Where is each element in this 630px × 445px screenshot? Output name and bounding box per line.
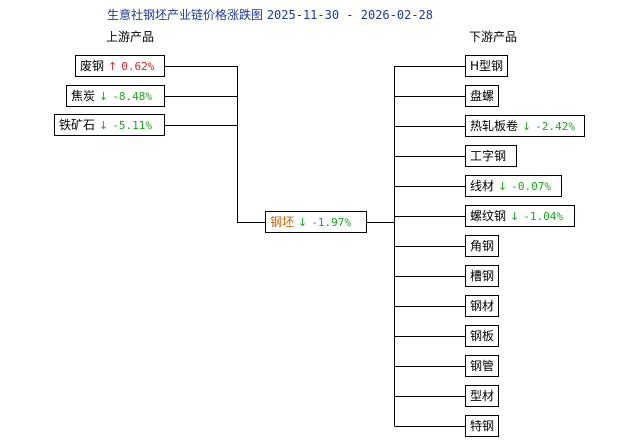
node-label: 盘螺 xyxy=(470,89,495,103)
change-value: 0.62% xyxy=(121,60,155,73)
node-label: 工字钢 xyxy=(470,149,507,163)
node-label: 螺纹钢 xyxy=(470,209,507,223)
chart-title: 生意社钢坯产业链价格涨跌图 2025-11-30 - 2026-02-28 xyxy=(0,6,540,23)
node-label: 钢材 xyxy=(470,299,495,313)
change-value: -2.42% xyxy=(535,120,575,133)
change-value: -1.97% xyxy=(311,216,351,229)
node-label: 线材 xyxy=(470,179,495,193)
downstream-node-channel-steel[interactable]: 槽钢 xyxy=(465,265,499,287)
downstream-header: 下游产品 xyxy=(469,30,518,44)
downstream-node-i-beam[interactable]: 工字钢 xyxy=(465,145,517,167)
node-label: 钢管 xyxy=(470,359,495,373)
node-label: 铁矿石 xyxy=(59,118,96,132)
upstream-header: 上游产品 xyxy=(106,30,155,44)
arrow-down-icon: ↓ xyxy=(298,216,308,229)
upstream-node-scrap-steel[interactable]: 废钢↑0.62% xyxy=(75,55,165,77)
node-label: 废钢 xyxy=(80,59,105,73)
downstream-node-special-steel[interactable]: 特钢 xyxy=(465,415,499,437)
downstream-node-steel-products[interactable]: 钢材 xyxy=(465,295,499,317)
downstream-node-steel-pipe[interactable]: 钢管 xyxy=(465,355,499,377)
downstream-node-rebar[interactable]: 螺纹钢↓-1.04% xyxy=(465,205,575,227)
arrow-down-icon: ↓ xyxy=(498,180,508,193)
arrow-down-icon: ↓ xyxy=(99,90,109,103)
node-label: 热轧板卷 xyxy=(470,119,519,133)
arrow-down-icon: ↓ xyxy=(99,119,109,132)
date-range: 2025-11-30 - 2026-02-28 xyxy=(266,8,433,22)
change-value: -1.04% xyxy=(523,210,563,223)
downstream-node-h-beam[interactable]: H型钢 xyxy=(465,55,508,77)
center-node-steel-billet[interactable]: 钢坯↓-1.97% xyxy=(265,211,367,233)
change-value: -0.07% xyxy=(511,180,551,193)
node-label: 钢板 xyxy=(470,329,495,343)
change-value: -8.48% xyxy=(112,90,152,103)
arrow-up-icon: ↑ xyxy=(108,60,118,73)
node-label: 角钢 xyxy=(470,239,495,253)
upstream-node-coke[interactable]: 焦炭↓-8.48% xyxy=(66,85,165,107)
node-label: 特钢 xyxy=(470,419,495,433)
node-label: 钢坯 xyxy=(270,215,295,229)
change-value: -5.11% xyxy=(112,119,152,132)
downstream-node-steel-plate[interactable]: 钢板 xyxy=(465,325,499,347)
arrow-down-icon: ↓ xyxy=(510,210,520,223)
title-text: 生意社钢坯产业链价格涨跌图 xyxy=(106,8,263,22)
arrow-down-icon: ↓ xyxy=(522,120,532,133)
downstream-node-coil-rebar[interactable]: 盘螺 xyxy=(465,85,499,107)
downstream-node-hot-rolled-coil[interactable]: 热轧板卷↓-2.42% xyxy=(465,115,585,137)
downstream-node-wire-rod[interactable]: 线材↓-0.07% xyxy=(465,175,562,197)
node-label: H型钢 xyxy=(470,59,504,73)
node-label: 焦炭 xyxy=(71,89,96,103)
node-label: 槽钢 xyxy=(470,269,495,283)
downstream-node-section-steel[interactable]: 型材 xyxy=(465,385,499,407)
node-label: 型材 xyxy=(470,389,495,403)
downstream-node-angle-steel[interactable]: 角钢 xyxy=(465,235,499,257)
upstream-node-iron-ore[interactable]: 铁矿石↓-5.11% xyxy=(54,114,165,136)
